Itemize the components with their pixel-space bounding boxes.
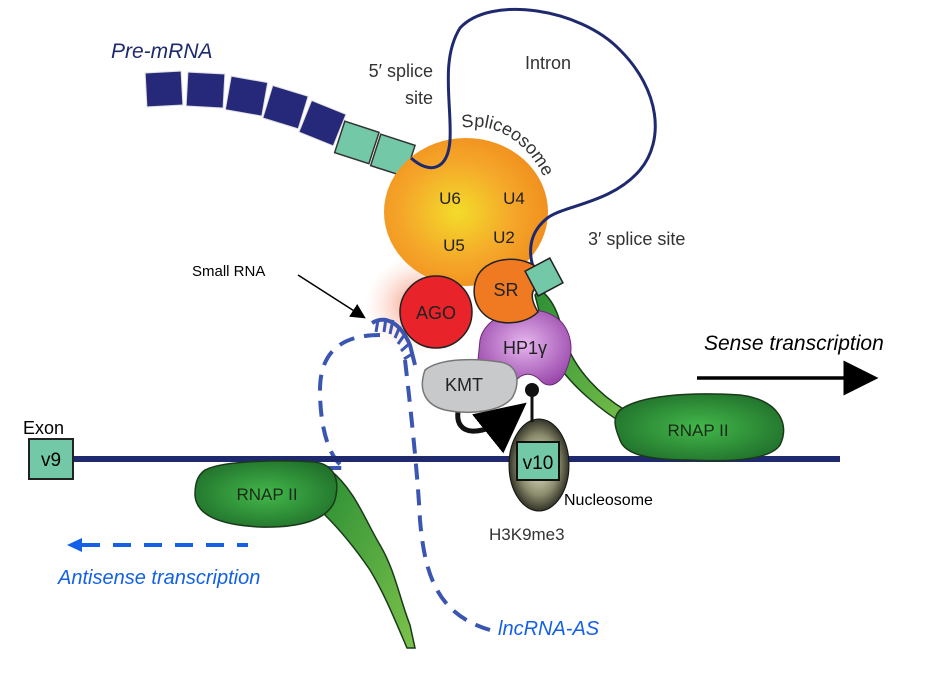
pre-mrna-exon-chain [144,70,417,178]
exon-v9-label: v9 [41,450,61,471]
small-rna-pointer [297,274,366,319]
nucleosome-label: Nucleosome [564,492,653,509]
rnap-sense-label: RNAP II [667,421,728,440]
small-rna-label: Small RNA [192,263,265,280]
kmt-methylation-arrow [455,402,527,454]
ago-protein: AGO [399,275,473,349]
snrnp-u4: U4 [503,189,525,208]
exon-block [144,70,184,108]
snrnp-u6: U6 [439,189,461,208]
rnap-antisense-label: RNAP II [236,485,297,504]
nucleosome: v10 [508,418,570,512]
lncrna-as-label: lncRNA-AS [498,618,600,640]
five-prime-splice-site-label-2: site [405,88,433,108]
spliceosome [384,138,548,286]
exon-block [224,75,269,117]
pre-mrna-label: Pre-mRNA [111,40,213,63]
kmt-protein: KMT [421,358,518,413]
antisense-transcription-arrow [67,538,248,552]
rnap-antisense: RNAP II [194,460,416,649]
h3k9me3-mark [525,383,539,422]
kmt-label: KMT [445,375,483,395]
exon-block [262,84,309,130]
antisense-transcription-label: Antisense transcription [57,567,260,589]
three-prime-exon-block [524,257,564,297]
intron-loop [410,7,657,273]
sr-label: SR [493,280,518,300]
exon-block [333,120,381,165]
five-prime-splice-site-label-1: 5′ splice [369,61,433,81]
exon-block [298,99,347,147]
exon-v10-label: v10 [523,453,554,474]
exon-block [185,71,226,109]
snrnp-u5: U5 [443,236,465,255]
small-rna [370,317,417,366]
intron-label: Intron [525,53,571,73]
sense-transcription-label: Sense transcription [704,332,884,355]
ago-label: AGO [416,303,456,323]
h3k9me3-label: H3K9me3 [489,525,565,544]
exon-v9: v9 [28,438,74,480]
exon-label: Exon [23,418,64,438]
dna-strand [28,456,840,462]
hp1g-label: HP1γ [503,338,547,358]
snrnp-u2: U2 [493,228,515,247]
three-prime-splice-site-label: 3′ splice site [588,229,685,249]
rnap-sense: RNAP II [614,393,785,462]
sr-protein: SR [473,258,541,324]
